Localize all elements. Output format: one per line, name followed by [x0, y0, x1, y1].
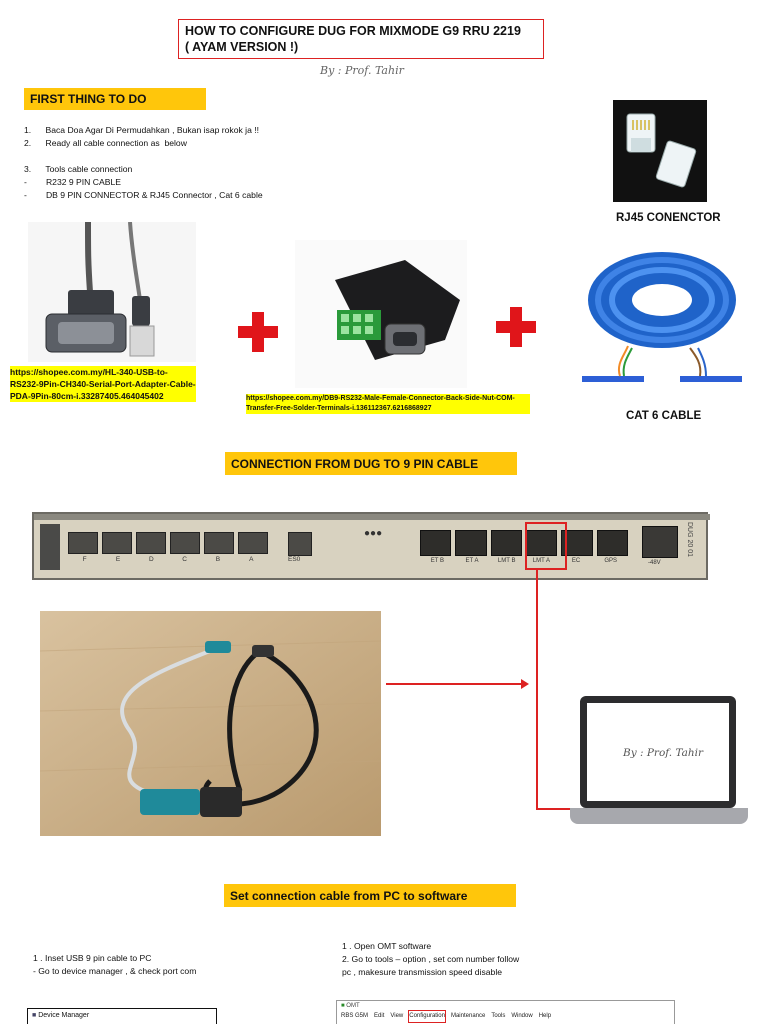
step-item: 2. Go to tools – option , set com number…: [342, 954, 520, 964]
rj45-connector-image: [613, 100, 707, 202]
menu-item[interactable]: Maintenance: [450, 1013, 486, 1019]
title-line-1: HOW TO CONFIGURE DUG FOR MIXMODE G9 RRU …: [185, 24, 521, 38]
port-label: C: [182, 556, 187, 563]
laptop-image: By : Prof. Tahir: [580, 696, 736, 808]
port-label: EC: [571, 558, 581, 564]
laptop-screen-text: By : Prof. Tahir: [623, 747, 704, 759]
device-manager-title: Device Manager: [38, 1012, 90, 1019]
step-item: - Go to device manager , & check port co…: [33, 966, 197, 976]
port-label: LMT B: [497, 558, 516, 564]
omt-title: OMT: [346, 1003, 360, 1009]
port-label: ET B: [430, 558, 444, 564]
menu-item[interactable]: RBS G5M: [341, 1013, 369, 1019]
port-label: ES0: [288, 556, 301, 563]
es0-port: [288, 532, 312, 556]
connection-line-horizontal: [536, 808, 580, 810]
omt-menu-bar: RBS G5M Edit View Configuration Maintena…: [337, 1010, 674, 1023]
right-steps: 1 . Open OMT software 2. Go to tools – o…: [342, 940, 519, 979]
db9-connector-link[interactable]: https://shopee.com.my/DB9-RS232-Male-Fem…: [246, 394, 530, 414]
plus-icon: [238, 312, 278, 352]
db9-connector-image: [295, 240, 467, 388]
usb-cable-link[interactable]: https://shopee.com.my/HL-340-USB-to-RS23…: [10, 366, 196, 402]
dug-model-label: DUG 20 01: [686, 522, 693, 558]
port-label: A: [249, 556, 254, 563]
step-item: 1 . Open OMT software: [342, 941, 432, 951]
left-steps: 1 . Inset USB 9 pin cable to PC - Go to …: [33, 952, 196, 978]
title-line-2: ( AYAM VERSION !): [185, 40, 299, 54]
port-label: E: [115, 556, 121, 563]
port-label: F: [82, 556, 87, 563]
dug-unit-image: F E D C B A ES0 ●●● ET B ET A LMT B LMT …: [32, 512, 710, 580]
step-item: - DB 9 PIN CONNECTOR & RJ45 Connector , …: [24, 190, 263, 200]
author-byline: By : Prof. Tahir: [320, 64, 404, 77]
menu-item[interactable]: Window: [511, 1013, 533, 1019]
rj45-caption: RJ45 CONENCTOR: [616, 212, 721, 224]
menu-item[interactable]: Tools: [491, 1013, 506, 1019]
port-label: -48V: [648, 560, 661, 566]
arrow-line: [386, 683, 526, 685]
connection-line-vertical: [536, 570, 538, 810]
section-heading-connection: CONNECTION FROM DUG TO 9 PIN CABLE: [225, 452, 517, 475]
menu-item[interactable]: Edit: [374, 1013, 385, 1019]
device-manager-icon: ■: [32, 1012, 37, 1019]
step-item: 2. Ready all cable connection as below: [24, 138, 187, 148]
port-label: GPS: [604, 558, 618, 564]
cat6-caption: CAT 6 CABLE: [626, 410, 702, 422]
step-item: 3. Tools cable connection: [24, 164, 133, 174]
document-title: HOW TO CONFIGURE DUG FOR MIXMODE G9 RRU …: [178, 19, 544, 59]
laptop-base: [570, 808, 748, 824]
sfp-port-row: [68, 532, 268, 554]
lmt-a-highlight: [525, 522, 567, 570]
step-item: - R232 9 PIN CABLE: [24, 177, 121, 187]
arrow-head-icon: [521, 679, 529, 689]
steps-list: 1. Baca Doa Agar Di Permudahkan , Bukan …: [24, 124, 344, 202]
device-manager-window: ■ Device Manager: [27, 1008, 217, 1024]
port-label: LMT A: [532, 558, 550, 564]
section-heading-first: FIRST THING TO DO: [24, 88, 206, 110]
step-item: pc , makesure transmission speed disable: [342, 967, 503, 977]
omt-window: ■ OMT RBS G5M Edit View Configuration Ma…: [336, 1000, 675, 1024]
power-connector: [642, 526, 678, 558]
status-leds: ●●●: [364, 528, 383, 539]
menu-item[interactable]: Help: [538, 1013, 552, 1019]
plus-icon: [496, 307, 536, 347]
step-item: 1 . Inset USB 9 pin cable to PC: [33, 953, 152, 963]
menu-item[interactable]: View: [390, 1013, 404, 1019]
step-item: 1. Baca Doa Agar Di Permudahkan , Bukan …: [24, 125, 260, 135]
serial-cable-photo: [40, 611, 381, 836]
usb-rs232-cable-image: [28, 222, 196, 362]
omt-app-icon: ■: [341, 1003, 345, 1009]
rj45-port-row: [420, 530, 628, 556]
port-label: ET A: [465, 558, 479, 564]
menu-item-configuration[interactable]: Configuration: [408, 1010, 446, 1023]
cat6-cable-image: [580, 244, 744, 386]
port-label: B: [215, 556, 221, 563]
port-label: D: [148, 556, 154, 563]
section-heading-software: Set connection cable from PC to software: [224, 884, 516, 907]
